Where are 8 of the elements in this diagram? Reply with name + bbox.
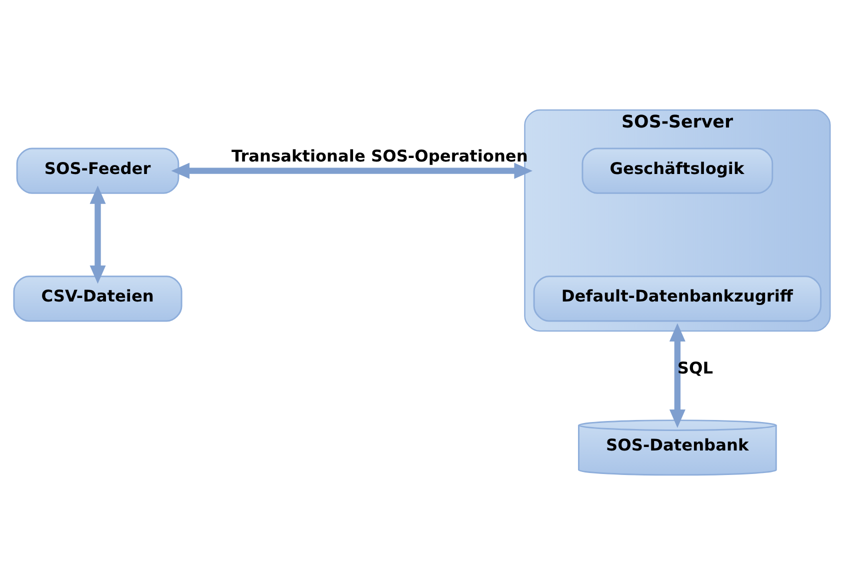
node-box: Geschäftslogik <box>581 147 773 194</box>
arrow <box>170 162 532 178</box>
node-box: CSV-Dateien <box>12 275 182 322</box>
arrow <box>668 322 685 428</box>
node-box: Default-Datenbankzugriff <box>532 275 822 322</box>
arrow <box>89 185 106 284</box>
node-box: SOS-Feeder <box>16 147 179 194</box>
edge-label: SQL <box>676 358 713 378</box>
